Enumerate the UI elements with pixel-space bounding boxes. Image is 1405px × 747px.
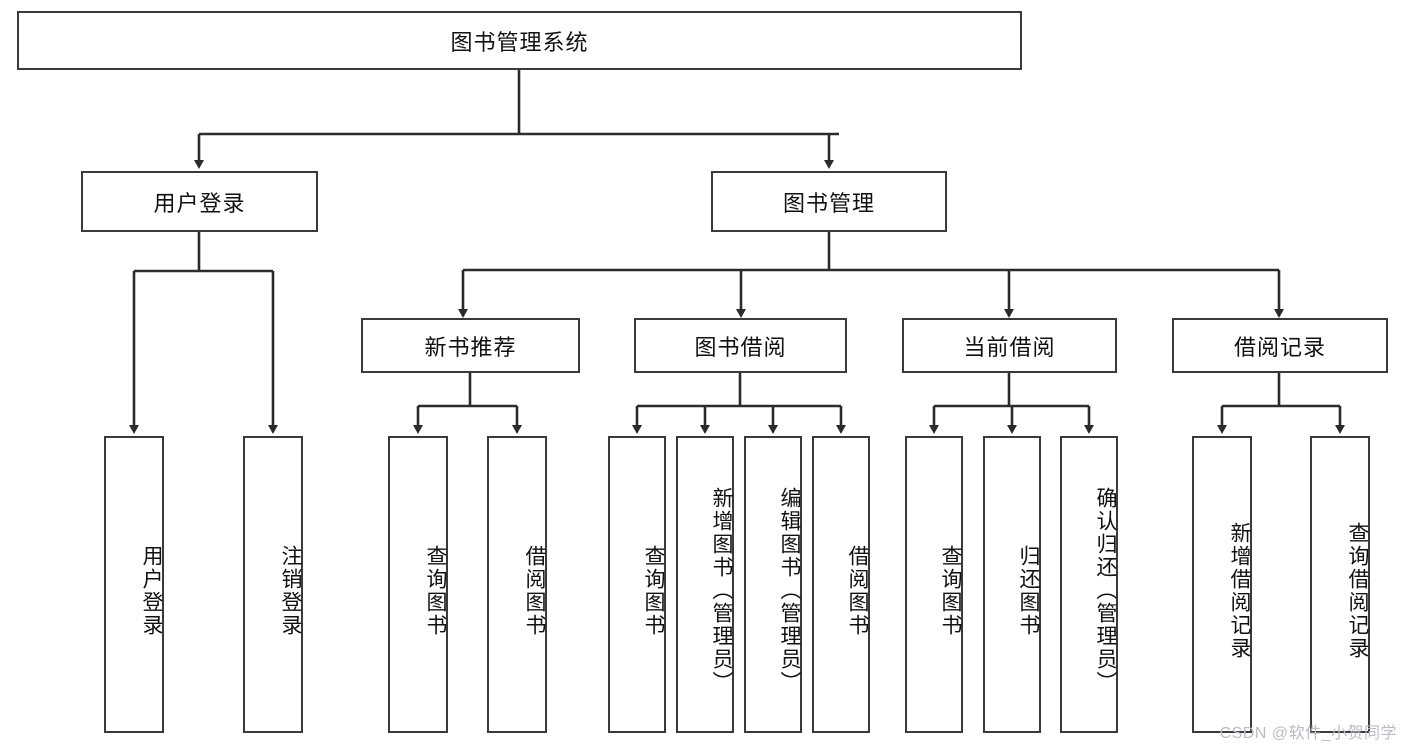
node-borrow-record-label: 借阅记录: [1233, 334, 1326, 360]
leaf-label: 查询图书: [424, 544, 447, 637]
leaf-borrow-edit-book-admin[interactable]: 编辑图书（管理员）: [744, 436, 802, 733]
leaf-current-query-book[interactable]: 查询图书: [905, 436, 963, 733]
leaf-label: 确认归还（管理员）: [1094, 487, 1117, 694]
leaf-label: 借阅图书: [523, 544, 546, 637]
leaf-user-login-login[interactable]: 用户登录: [104, 436, 164, 733]
leaf-label: 编辑图书（管理员）: [778, 487, 801, 694]
leaf-label: 查询借阅记录: [1346, 521, 1369, 660]
leaf-borrow-add-book-admin[interactable]: 新增图书（管理员）: [676, 436, 734, 733]
leaf-borrow-query-book[interactable]: 查询图书: [608, 436, 666, 733]
leaf-borrow-borrow-book[interactable]: 借阅图书: [812, 436, 870, 733]
node-book-management[interactable]: 图书管理: [711, 171, 947, 232]
leaf-label: 借阅图书: [846, 544, 869, 637]
leaf-new-book-borrow[interactable]: 借阅图书: [487, 436, 547, 733]
leaf-label: 注销登录: [279, 544, 302, 637]
node-current-borrow[interactable]: 当前借阅: [902, 318, 1117, 373]
node-new-book-recommend[interactable]: 新书推荐: [361, 318, 580, 373]
leaf-label: 新增借阅记录: [1228, 521, 1251, 660]
leaf-current-return-book[interactable]: 归还图书: [983, 436, 1041, 733]
leaf-label: 新增图书（管理员）: [710, 487, 733, 694]
node-book-management-label: 图书管理: [782, 190, 875, 216]
node-root[interactable]: 图书管理系统: [17, 11, 1022, 70]
node-root-label: 图书管理系统: [450, 29, 589, 55]
leaf-label: 归还图书: [1017, 544, 1040, 637]
leaf-record-add[interactable]: 新增借阅记录: [1192, 436, 1252, 733]
leaf-new-book-query[interactable]: 查询图书: [388, 436, 448, 733]
leaf-label: 用户登录: [140, 544, 163, 637]
leaf-label: 查询图书: [939, 544, 962, 637]
leaf-current-confirm-return-admin[interactable]: 确认归还（管理员）: [1060, 436, 1118, 733]
leaf-record-query[interactable]: 查询借阅记录: [1310, 436, 1370, 733]
node-user-login[interactable]: 用户登录: [81, 171, 318, 232]
node-book-borrow[interactable]: 图书借阅: [634, 318, 847, 373]
node-book-borrow-label: 图书借阅: [694, 334, 787, 360]
leaf-user-login-logout[interactable]: 注销登录: [243, 436, 303, 733]
node-user-login-label: 用户登录: [153, 190, 246, 216]
node-borrow-record[interactable]: 借阅记录: [1172, 318, 1388, 373]
leaf-label: 查询图书: [642, 544, 665, 637]
node-new-book-recommend-label: 新书推荐: [424, 334, 517, 360]
node-current-borrow-label: 当前借阅: [963, 334, 1056, 360]
